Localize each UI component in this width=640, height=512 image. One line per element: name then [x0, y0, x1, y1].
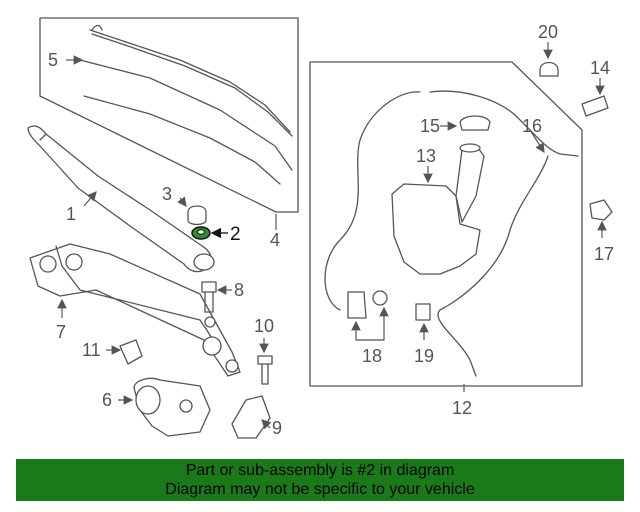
callout-7: 7	[56, 322, 66, 342]
bolt-10	[257, 355, 273, 385]
callout-13: 13	[416, 146, 436, 166]
callout-16: 16	[522, 116, 542, 136]
washer-hose-lower	[437, 155, 549, 377]
wiper-blade-edge	[91, 33, 293, 137]
wiper-blade	[89, 29, 291, 133]
callout-1: 1	[66, 204, 76, 224]
callout-5: 5	[48, 50, 58, 70]
blade-refill-strip	[79, 59, 293, 171]
callout-4: 4	[270, 230, 280, 250]
callout-19: 19	[414, 346, 434, 366]
washer-hose	[324, 91, 421, 311]
washer-tank	[391, 143, 485, 275]
bolt-14	[581, 95, 609, 117]
callout-11: 11	[82, 340, 101, 360]
callout-6: 6	[102, 390, 112, 410]
washer-hose-upper	[429, 90, 579, 157]
blade-clip	[91, 24, 103, 31]
banner-line-1: Part or sub-assembly is #2 in diagram	[185, 462, 455, 479]
washer-box-outline	[309, 61, 583, 387]
callout-10: 10	[254, 316, 274, 336]
callout-3: 3	[162, 184, 172, 204]
blade-refill-strip-2	[83, 95, 281, 185]
pivot-cap	[187, 205, 207, 226]
banner-line-2: Diagram may not be specific to your vehi…	[165, 481, 475, 498]
wiper-motor	[133, 377, 211, 437]
bracket-11	[119, 339, 143, 365]
pump-seal	[415, 303, 431, 321]
nozzle-20	[539, 61, 559, 77]
info-banner: Part or sub-assembly is #2 in diagram Di…	[16, 459, 624, 501]
callout-12: 12	[452, 398, 472, 418]
callout-9: 9	[272, 418, 282, 438]
parts-diagram: 1 2 3 4 5 6 7 8 9 10 11 12 13 14 15 16 1…	[27, 17, 614, 439]
tank-cap	[459, 115, 491, 131]
wiper-arm	[27, 125, 215, 273]
clip-17	[589, 199, 613, 221]
blade-box-outline	[39, 17, 299, 213]
washer-pump	[347, 290, 388, 319]
callout-17: 17	[594, 244, 614, 264]
callout-14: 14	[590, 58, 610, 78]
pivot-nut-highlighted	[191, 226, 211, 240]
bolt-8	[201, 281, 217, 313]
callout-8: 8	[234, 280, 244, 300]
callout-15: 15	[420, 116, 440, 136]
callout-2: 2	[230, 224, 241, 245]
wiper-blade-group	[39, 17, 299, 213]
callout-18: 18	[362, 346, 382, 366]
callout-20: 20	[538, 22, 558, 42]
bracket-9	[231, 395, 271, 439]
wiper-linkage	[29, 243, 241, 377]
